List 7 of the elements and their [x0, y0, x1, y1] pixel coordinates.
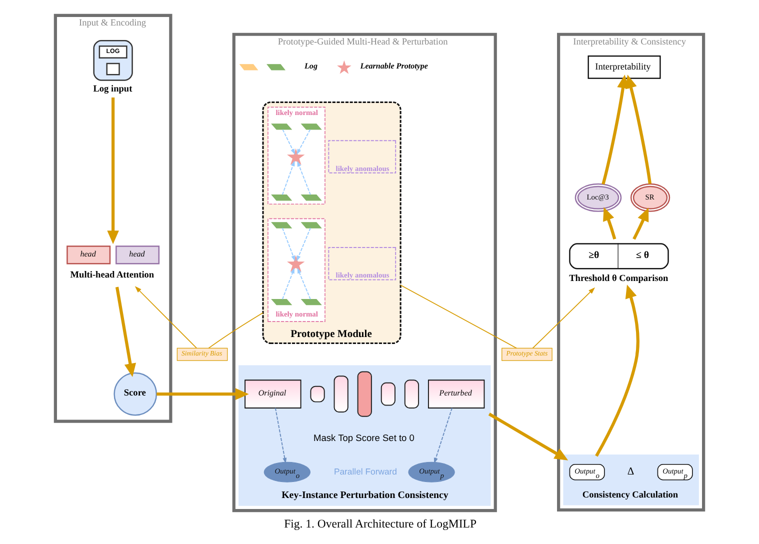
label: Mask Top Score Set to 0 [314, 432, 414, 443]
label: Parallel Forward [334, 466, 397, 476]
node-label: Log input [93, 84, 132, 94]
node-label: Threshold θ Comparison [569, 274, 668, 284]
label: Δ [627, 466, 634, 478]
caption: Fig. 1. Overall Architecture of LogMILP [284, 517, 477, 530]
node-label: Multi-head Attention [70, 270, 154, 280]
